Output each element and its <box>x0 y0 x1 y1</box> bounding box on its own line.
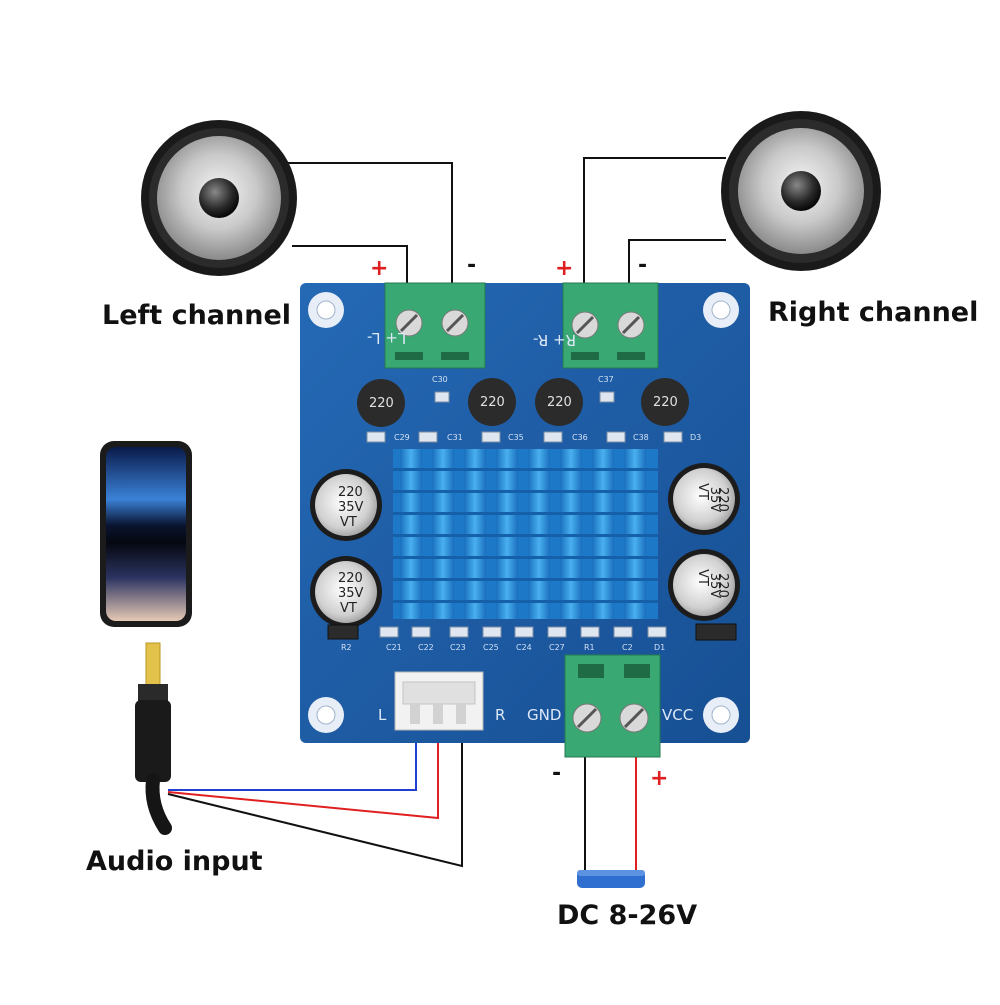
silk-ref-c21: C21 <box>386 643 402 652</box>
silk-ref-d3: D3 <box>690 433 702 442</box>
input-r-silk: R <box>495 706 506 724</box>
heatsink-groove <box>393 534 658 537</box>
cap4-value: 220 <box>714 573 730 598</box>
silk-ref-r1: R1 <box>584 643 595 652</box>
amplifier-board <box>300 282 750 758</box>
power-minus-mark: - <box>552 761 562 786</box>
heatsink-groove <box>393 468 658 471</box>
silk-ref-c2: C2 <box>622 643 633 652</box>
silk-ref-c23: C23 <box>450 643 466 652</box>
right-output-terminal <box>562 282 659 369</box>
cap3-value: 220 <box>714 487 730 512</box>
silk-ref-c31: C31 <box>447 433 463 442</box>
left-output-silk: L+ L- <box>367 329 407 347</box>
cap1-voltage: 35V <box>338 500 364 515</box>
left-plus-mark: + <box>370 256 389 281</box>
cap2-brand: VT <box>340 601 357 616</box>
cap2-value: 220 <box>338 571 363 586</box>
audio-input-wires <box>167 730 463 868</box>
heatsink-groove <box>393 490 658 493</box>
power-terminal <box>564 654 661 758</box>
silk-ref-c29: C29 <box>394 433 410 442</box>
silk-ref-c38: C38 <box>633 433 649 442</box>
silk-ref-c37: C37 <box>598 375 614 384</box>
silk-ref-c22: C22 <box>418 643 434 652</box>
dc-barrel-icon <box>577 870 645 888</box>
right-output-silk: R+ R- <box>533 331 576 349</box>
cap1-value: 220 <box>338 485 363 500</box>
inductor-value-3: 220 <box>547 395 572 410</box>
heatsink-groove <box>393 556 658 559</box>
right-plus-mark: + <box>555 256 574 281</box>
silk-ref-c24: C24 <box>516 643 532 652</box>
heatsink-icon <box>393 449 658 619</box>
heatsink-groove <box>393 600 658 603</box>
right-channel-label: Right channel <box>768 297 979 328</box>
silk-ref-c25: C25 <box>483 643 499 652</box>
input-l-silk: L <box>378 706 387 724</box>
heatsink-groove <box>393 512 658 515</box>
audio-plug-icon <box>135 642 172 835</box>
left-channel-label: Left channel <box>102 300 292 331</box>
smd-components-top <box>366 391 683 443</box>
silk-ref-r2: R2 <box>341 643 352 652</box>
inductor-value-1: 220 <box>369 396 394 411</box>
power-plus-mark: + <box>650 766 669 791</box>
gnd-silk: GND <box>527 706 562 724</box>
right-minus-mark: - <box>638 253 648 278</box>
capacitors <box>310 463 740 628</box>
vcc-silk: VCC <box>662 706 694 724</box>
inductor-value-2: 220 <box>480 395 505 410</box>
audio-input-connector <box>394 671 484 731</box>
silk-ref-c36: C36 <box>572 433 588 442</box>
cap2-voltage: 35V <box>338 586 364 601</box>
silk-ref-d1: D1 <box>654 643 666 652</box>
silk-ref-c27: C27 <box>549 643 565 652</box>
power-label: DC 8-26V <box>557 900 698 931</box>
silk-ref-c30: C30 <box>432 375 448 384</box>
smd-components-bottom <box>327 623 737 641</box>
left-minus-mark: - <box>467 253 477 278</box>
cap1-brand: VT <box>340 515 357 530</box>
inductors <box>357 378 689 427</box>
audio-input-label: Audio input <box>86 846 263 877</box>
heatsink-groove <box>393 578 658 581</box>
smartphone-icon <box>100 441 192 627</box>
left-output-terminal <box>384 282 486 369</box>
speaker-left-icon <box>141 120 297 276</box>
inductor-value-4: 220 <box>653 395 678 410</box>
mounting-holes <box>308 292 739 733</box>
speaker-right-icon <box>721 111 881 271</box>
silk-ref-c35: C35 <box>508 433 524 442</box>
